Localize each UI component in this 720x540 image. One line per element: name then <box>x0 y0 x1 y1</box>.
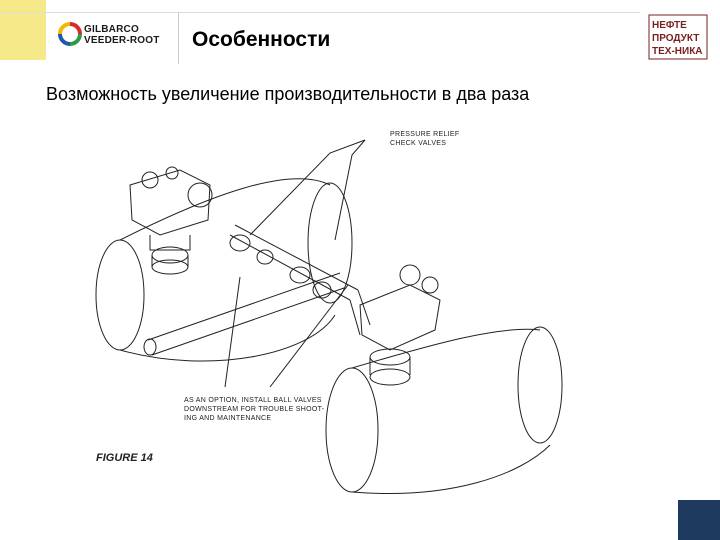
callout-bottom-line-1: AS AN OPTION, INSTALL BALL VALVES <box>184 397 322 404</box>
check-valves <box>229 234 332 299</box>
callout-top-line-2: CHECK VALVES <box>390 140 447 147</box>
brand-line-1: GILBARCO <box>84 24 139 35</box>
callout-ball-valves: AS AN OPTION, INSTALL BALL VALVES DOWNST… <box>184 396 324 423</box>
lower-tank <box>325 326 563 495</box>
header: GILBARCO VEEDER-ROOT Особенности НЕФТЕ П… <box>0 0 720 70</box>
callout-bottom-line-3: ING AND MAINTENANCE <box>184 415 272 422</box>
upper-pump <box>129 166 213 275</box>
brand-line-2: VEEDER-ROOT <box>84 35 160 46</box>
gilbarco-logo: GILBARCO VEEDER-ROOT <box>58 22 178 52</box>
upper-tank <box>95 178 353 362</box>
gilbarco-logo-icon <box>58 22 82 46</box>
header-divider-horizontal <box>0 12 640 13</box>
subtitle: Возможность увеличение производительност… <box>46 84 530 104</box>
lower-pump <box>359 264 441 386</box>
neftproduct-logo: НЕФТЕ ПРОДУКТ ТЕХ-НИКА <box>648 14 708 60</box>
callout-pressure-relief: PRESSURE RELIEF CHECK VALVES <box>390 130 459 148</box>
callout-top-line-1: PRESSURE RELIEF <box>390 131 460 138</box>
svg-text:ТЕХ-НИКА: ТЕХ-НИКА <box>652 46 703 57</box>
callout-bottom-line-2: DOWNSTREAM FOR TROUBLE SHOOT- <box>184 406 325 413</box>
crossover-pipe <box>143 224 371 356</box>
gilbarco-logo-text: GILBARCO VEEDER-ROOT <box>84 24 160 46</box>
leader-lines <box>224 139 366 388</box>
pump-diagram <box>95 139 563 495</box>
svg-text:ПРОДУКТ: ПРОДУКТ <box>652 33 699 44</box>
figure-label: FIGURE 14 <box>96 452 153 464</box>
header-divider-vertical <box>178 12 179 64</box>
navy-corner-block <box>678 500 720 540</box>
svg-text:НЕФТЕ: НЕФТЕ <box>652 20 687 31</box>
yellow-accent-block <box>0 0 46 60</box>
page-title: Особенности <box>192 28 331 51</box>
